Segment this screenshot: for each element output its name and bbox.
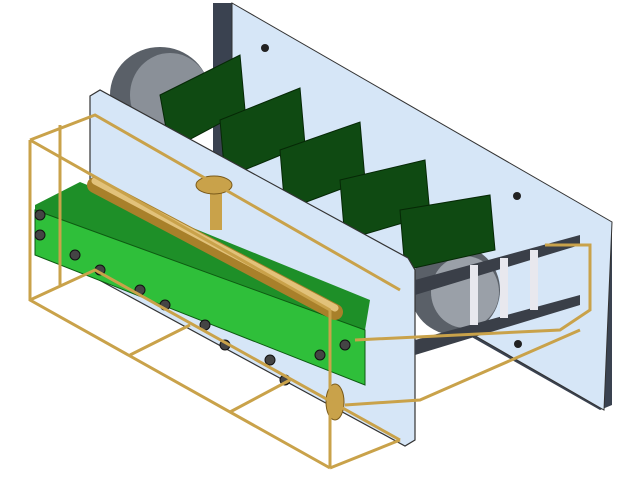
brass-wire-frame bbox=[28, 113, 592, 470]
mount-hole bbox=[514, 340, 522, 348]
heatsink-fins bbox=[159, 54, 496, 271]
mount-hole bbox=[513, 192, 521, 200]
right-bracket bbox=[415, 235, 580, 355]
mount-hole bbox=[261, 44, 269, 52]
